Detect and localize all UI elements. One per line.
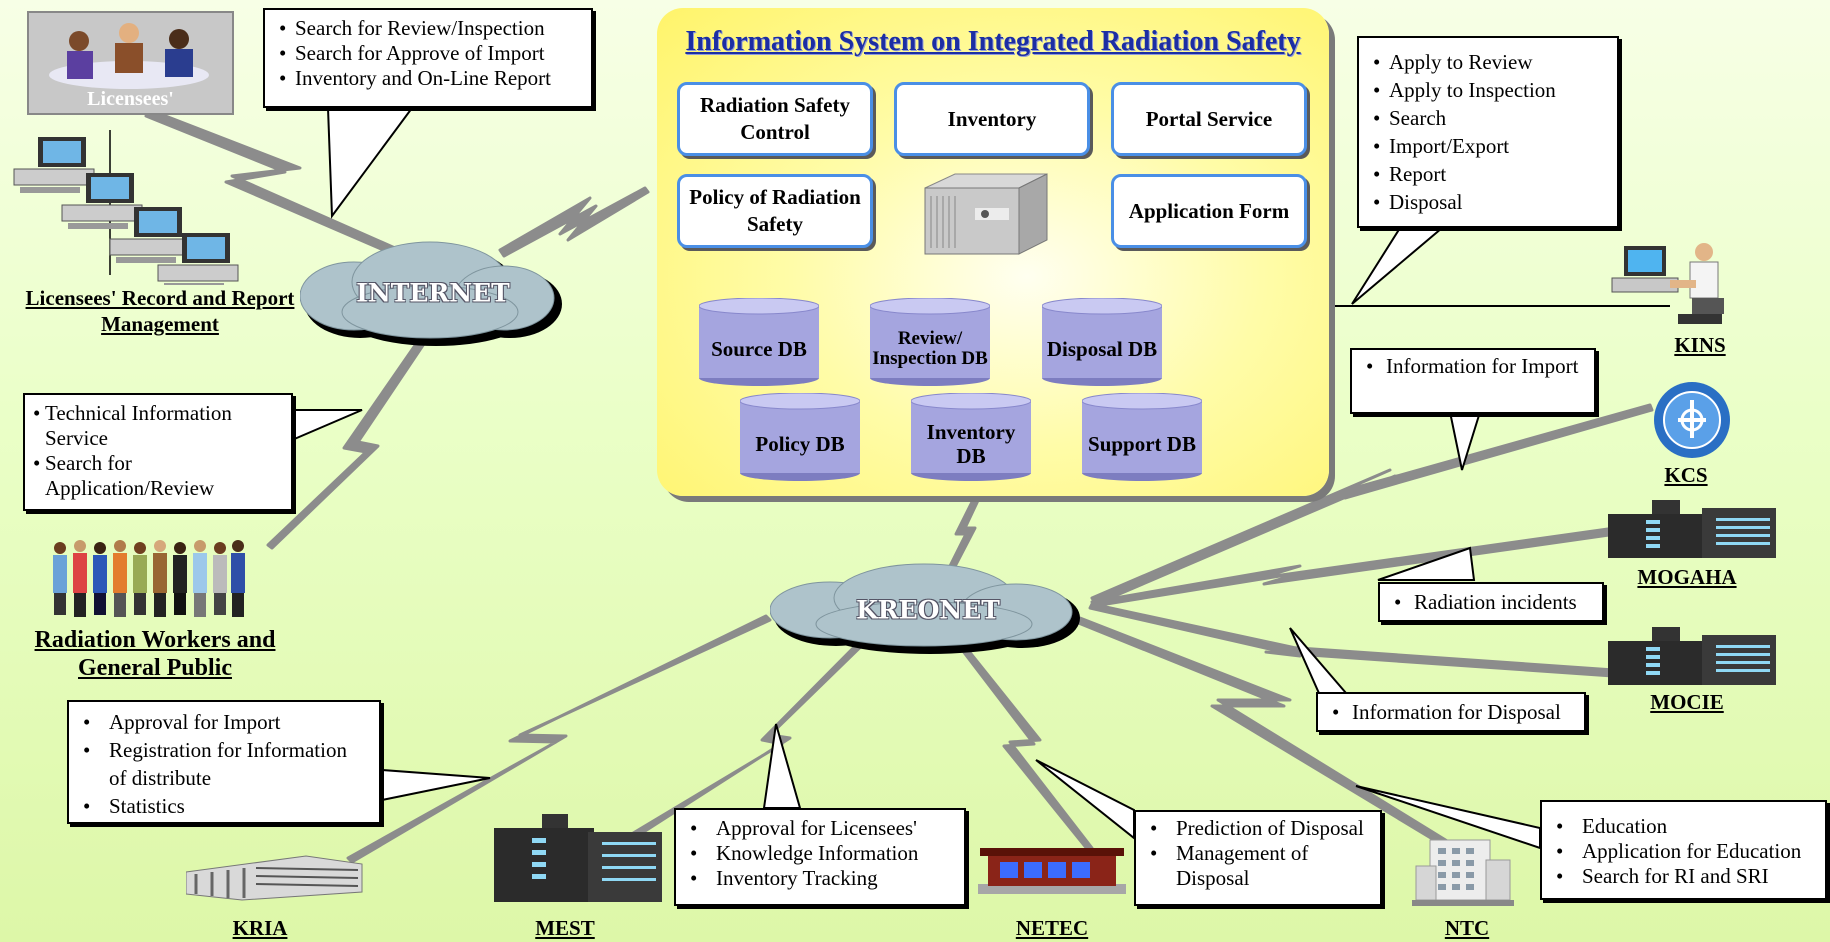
callout-item: Information for Disposal: [1330, 700, 1572, 725]
kins-label: KINS: [1674, 333, 1726, 357]
db-policy-label: Policy DB: [755, 432, 845, 456]
module-policy-of-radiation-safety[interactable]: Policy of Radiation Safety: [677, 174, 873, 248]
mest-building-icon: [494, 814, 662, 902]
callout-kins: Apply to Review Apply to Inspection Sear…: [1357, 36, 1619, 228]
people-group-icon: [53, 540, 245, 617]
module-application-form[interactable]: Application Form: [1111, 174, 1307, 248]
db-support-label: Support DB: [1088, 432, 1196, 456]
db-policy[interactable]: Policy DB: [740, 393, 860, 481]
callout-kria: Approval for Import Registration for Inf…: [67, 700, 381, 824]
mogaha-building-icon: [1608, 500, 1776, 558]
callout-item: Technical Information Service: [31, 401, 279, 451]
db-inventory-label: Inventory DB: [926, 420, 1016, 468]
callout-item: Management of Disposal: [1148, 841, 1368, 891]
module-radiation-safety-control[interactable]: Radiation Safety Control: [677, 82, 873, 156]
callout-item: Inventory Tracking: [688, 866, 952, 891]
licensees-computers-icon: [13, 130, 239, 285]
db-source-label: Source DB: [711, 337, 807, 361]
netec-building-icon: [978, 848, 1126, 894]
link-internet-workers: [266, 316, 442, 550]
callout-item: Application for Education: [1554, 839, 1813, 864]
ntc-building-icon: [1412, 839, 1514, 906]
callout-item: Radiation incidents: [1392, 590, 1590, 615]
mocie-label: MOCIE: [1650, 690, 1724, 714]
callout-mest: Approval for Licensees' Knowledge Inform…: [674, 808, 966, 906]
callout-item: Education: [1554, 814, 1813, 839]
mest-label: MEST: [535, 916, 595, 940]
callout-item: Prediction of Disposal: [1148, 816, 1368, 841]
callout-mogaha: Radiation incidents: [1378, 582, 1604, 622]
callout-item: Apply to Review: [1371, 48, 1605, 76]
module-inventory[interactable]: Inventory: [894, 82, 1090, 156]
db-disposal[interactable]: Disposal DB: [1042, 298, 1162, 386]
kcs-emblem-icon: [1654, 382, 1730, 458]
callout-item: Search: [1371, 104, 1605, 132]
ntc-label: NTC: [1444, 916, 1490, 940]
licensees-icon-text: Licensees': [87, 88, 174, 110]
db-disposal-label: Disposal DB: [1046, 337, 1158, 361]
licensees-meeting-icon: Licensees': [27, 11, 234, 115]
callout-netec: Prediction of Disposal Management of Dis…: [1134, 810, 1382, 906]
db-review-inspection-label: Review/ Inspection DB: [872, 328, 988, 369]
kria-label: KRIA: [232, 916, 288, 940]
internet-label: INTERNET: [356, 278, 510, 308]
kcs-label: KCS: [1664, 463, 1708, 487]
callout-item: Inventory and On-Line Report: [277, 66, 579, 91]
kreonet-label: KREONET: [856, 595, 1000, 625]
callout-item: Apply to Inspection: [1371, 76, 1605, 104]
link-kreonet-kcs: [1090, 403, 1654, 606]
kreonet-cloud: KREONET: [770, 560, 1086, 660]
callout-item: Import/Export: [1371, 132, 1605, 160]
kins-operator-icon: [1611, 243, 1724, 324]
callout-workers: Technical Information Service Search for…: [23, 393, 293, 511]
callout-item: Search for Application/Review: [31, 451, 279, 501]
callout-item: Registration for Information of distribu…: [81, 736, 367, 792]
callout-item: Approval for Licensees': [688, 816, 952, 841]
callout-ntc: Education Application for Education Sear…: [1540, 800, 1827, 900]
mocie-building-icon: [1608, 627, 1776, 685]
callout-kcs: Information for Import: [1350, 348, 1596, 414]
link-internet-center: [498, 186, 650, 258]
workers-label: Radiation Workers and General Public: [34, 627, 276, 681]
link-kreonet-netec: [954, 638, 1094, 852]
callout-item: Statistics: [81, 792, 367, 820]
db-review-inspection[interactable]: Review/ Inspection DB: [870, 298, 990, 386]
db-inventory[interactable]: Inventory DB: [911, 393, 1031, 481]
callout-item: Search for RI and SRI: [1554, 864, 1813, 889]
callout-item: Knowledge Information: [688, 841, 952, 866]
callout-mocie: Information for Disposal: [1316, 692, 1586, 732]
integrated-system-panel: Information System on Integrated Radiati…: [657, 8, 1329, 496]
db-support[interactable]: Support DB: [1082, 393, 1202, 481]
system-title: Information System on Integrated Radiati…: [685, 26, 1301, 57]
mogaha-label: MOGAHA: [1637, 565, 1737, 589]
licensees-record-label: Licensees' Record and Report Management: [25, 286, 295, 336]
link-kreonet-kria: [346, 614, 772, 864]
internet-cloud: INTERNET: [300, 238, 566, 348]
netec-label: NETEC: [1015, 916, 1089, 940]
callout-item: Approval for Import: [81, 708, 367, 736]
callout-item: Search for Approve of Import: [277, 41, 579, 66]
callout-item: Information for Import: [1364, 354, 1582, 379]
callout-item: Search for Review/Inspection: [277, 16, 579, 41]
callout-item: Disposal: [1371, 188, 1605, 216]
server-icon: [924, 173, 1048, 255]
db-source[interactable]: Source DB: [699, 298, 819, 386]
callout-item: Report: [1371, 160, 1605, 188]
kria-building-icon: [186, 855, 363, 901]
module-portal-service[interactable]: Portal Service: [1111, 82, 1307, 156]
callout-licensees: Search for Review/Inspection Search for …: [263, 8, 593, 108]
